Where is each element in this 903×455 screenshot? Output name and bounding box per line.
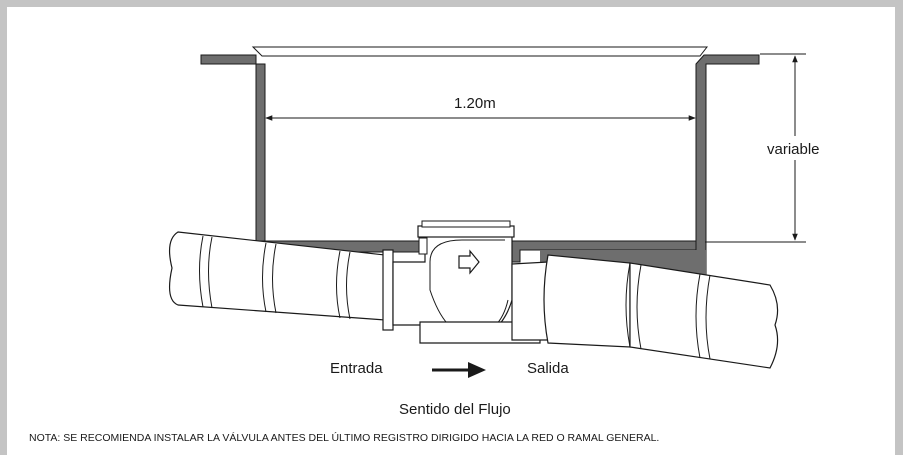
height-dimension [705,53,835,243]
check-valve [392,220,541,344]
chamber-lid [251,46,709,57]
flow-direction-label: Sentido del Flujo [399,401,511,418]
inlet-pipe [168,231,394,331]
width-label: 1.20m [454,95,496,112]
outlet-pipe [511,254,779,369]
height-label: variable [767,141,820,158]
flow-arrow [432,362,486,378]
flow-direction-icon [458,249,480,275]
installation-note: NOTA: SE RECOMIENDA INSTALAR LA VÁLVULA … [29,432,660,444]
inlet-label: Entrada [330,360,383,377]
outlet-label: Salida [527,360,569,377]
